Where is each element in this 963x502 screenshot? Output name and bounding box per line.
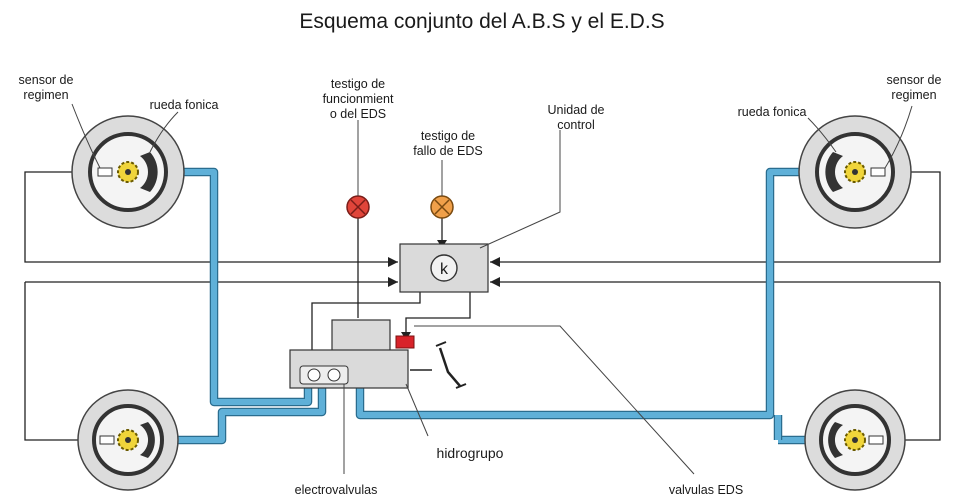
diagram-title: Esquema conjunto del A.B.S y el E.D.S [299,10,664,33]
hydraulic-lines [165,167,830,445]
label-sensor-right: sensor de [887,73,942,87]
wiring [24,171,941,441]
label-hidrogrupo: hidrogrupo [437,445,504,461]
label-testigo-func: testigo de [331,77,385,91]
leader-lines [71,103,913,475]
label-unidad-control: Unidad de [548,103,605,117]
label-sensor-right-2: regimen [891,88,936,102]
control-symbol: k [440,261,449,278]
label-sensor-left-2: regimen [23,88,68,102]
label-testigo-func-2: funcionmient [323,92,394,106]
control-unit: k [399,243,489,293]
hydraulic-unit [289,319,467,389]
label-electrovalvulas: electrovalvulas [295,483,378,497]
label-sensor-left: sensor de [19,73,74,87]
wheel-front-left [71,115,185,229]
label-testigo-fallo-2: fallo de EDS [413,144,482,158]
label-testigo-func-3: o del EDS [330,107,386,121]
label-rueda-left: rueda fonica [150,98,219,112]
label-rueda-right: rueda fonica [738,105,807,119]
wheel-rear-left [77,389,179,491]
label-testigo-fallo: testigo de [421,129,475,143]
wheel-rear-right [804,389,906,491]
lamp-fault-eds [430,195,454,219]
lamp-function-eds [346,195,370,219]
wheel-front-right [798,115,912,229]
label-unidad-control-2: control [557,118,595,132]
label-valvulas-eds: valvulas EDS [669,483,743,497]
eds-valve [395,335,415,349]
